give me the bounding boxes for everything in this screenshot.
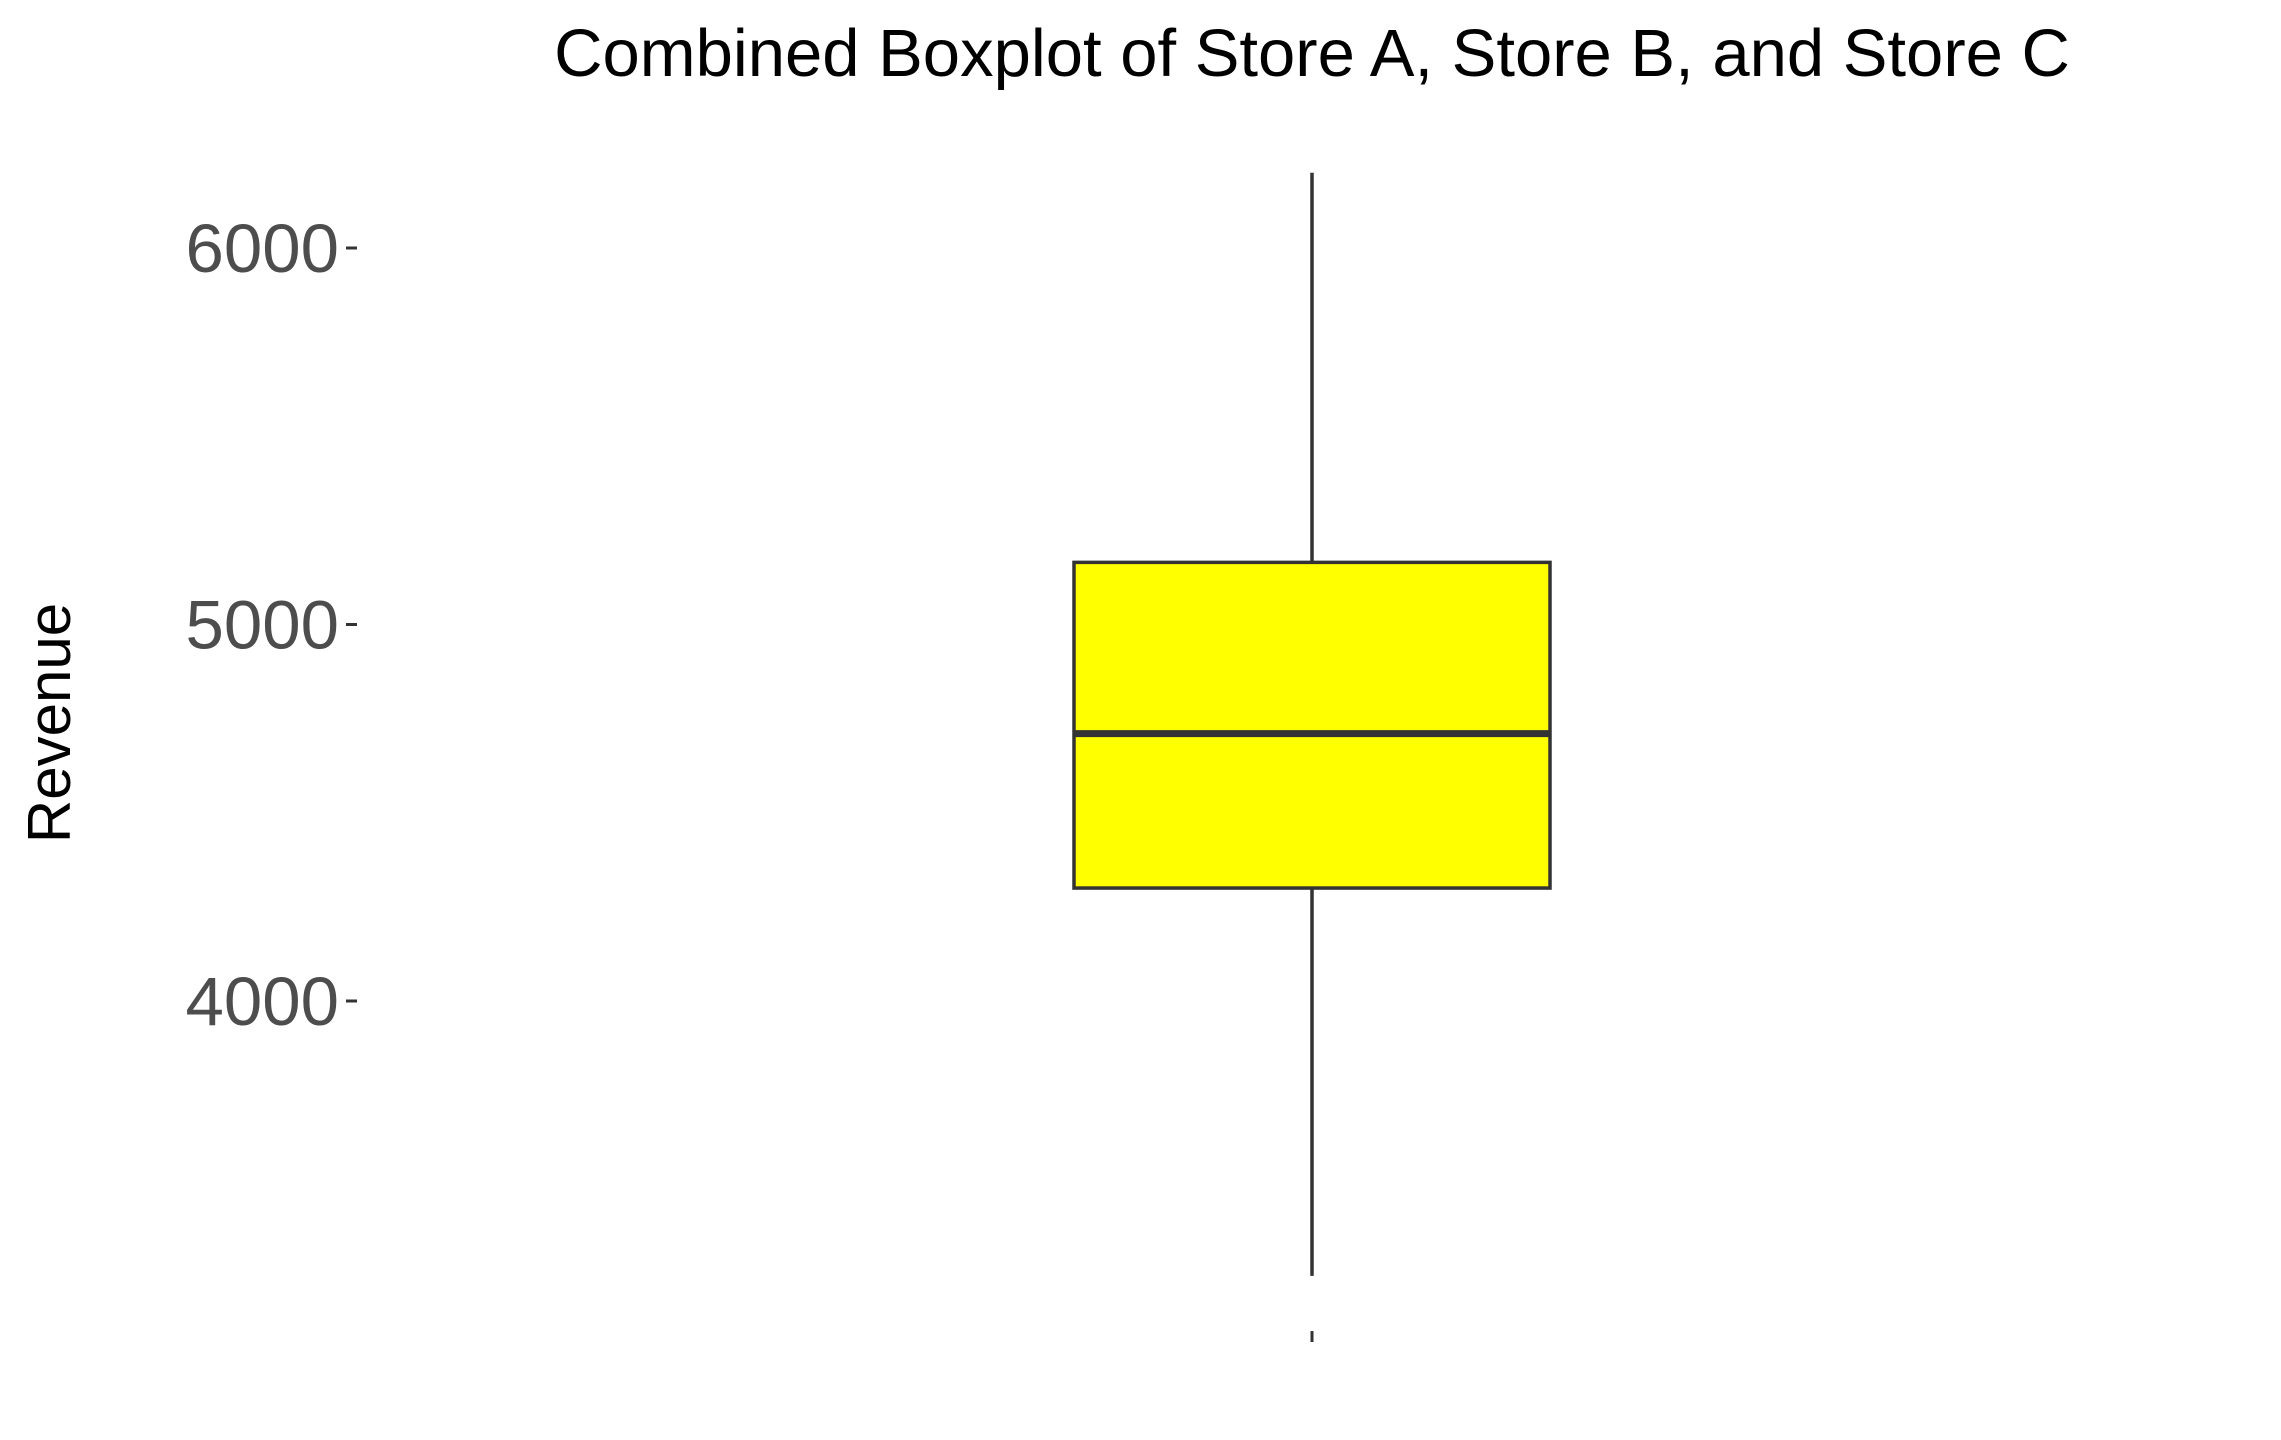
y-tick-label: 4000 <box>186 963 340 1040</box>
interquartile-box <box>1072 560 1552 890</box>
y-tick-label: 6000 <box>186 210 340 287</box>
chart-title: Combined Boxplot of Store A, Store B, an… <box>554 16 2070 91</box>
y-axis-label: Revenue <box>16 603 83 843</box>
y-axis: 4000 5000 6000 <box>186 210 357 1040</box>
box-layer <box>1072 172 1552 1276</box>
y-tick-label: 5000 <box>186 587 340 664</box>
